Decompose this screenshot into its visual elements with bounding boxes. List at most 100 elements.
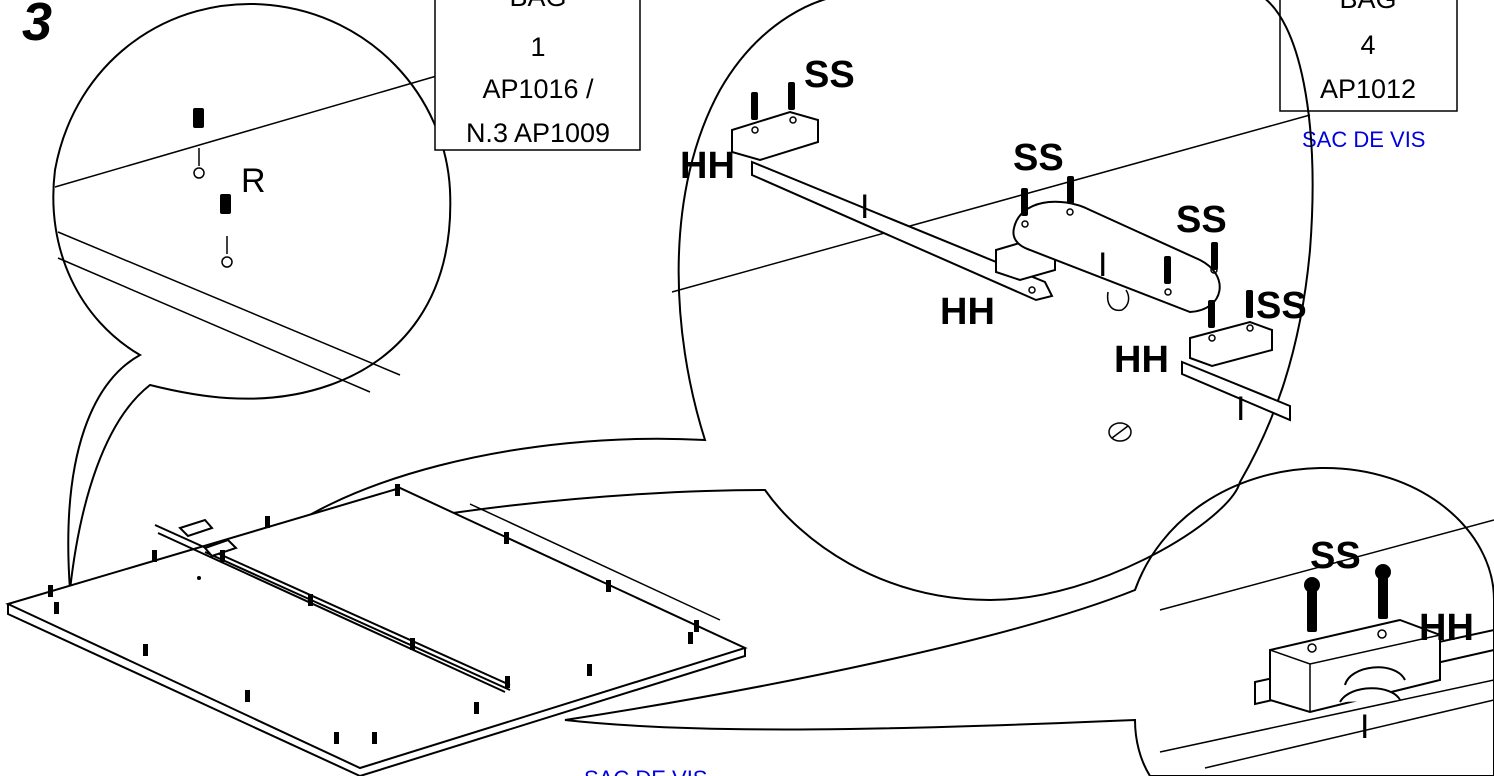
screw-icon (694, 620, 699, 632)
hole-icon (1208, 334, 1216, 342)
panel-rail (157, 532, 506, 693)
part-label-i-3: I (1236, 390, 1245, 428)
bag-1-line-4: N.3 AP1009 (466, 118, 610, 148)
rail-part (751, 160, 1054, 302)
screw-icon (334, 732, 339, 744)
screw-icon (410, 638, 415, 650)
block-edges (1269, 634, 1441, 712)
part-label-ss-4: SS (1256, 285, 1307, 327)
screw-icon (395, 484, 400, 496)
screw-icon (587, 664, 592, 676)
bag-4-border (1279, 0, 1458, 112)
hole-icon (1377, 629, 1387, 639)
screw-icon (606, 580, 611, 592)
bag-1-line-3: AP1016 / (482, 74, 594, 104)
part-label-ss-2: SS (1013, 137, 1064, 179)
part-label-ss-5: SS (1310, 535, 1361, 577)
panel-edge-line (1204, 699, 1494, 769)
hole-icon (197, 576, 201, 580)
step-number: 3 (22, 0, 52, 52)
hole-icon (193, 167, 205, 179)
screw-icon (1307, 590, 1317, 632)
bag-1-line-1: BAG (509, 0, 566, 12)
hole-icon (789, 116, 797, 124)
screw-icon (245, 690, 250, 702)
screw-icon (48, 585, 53, 597)
main-panel (5, 484, 748, 776)
part-label-r: R (241, 162, 266, 200)
screw-icon (1208, 300, 1215, 328)
bag-1-border (434, 0, 641, 151)
hole-icon (1021, 220, 1029, 228)
part-label-i-1: I (860, 188, 869, 226)
panel-rail (204, 551, 511, 691)
hole-icon (221, 256, 233, 268)
panel-edge-line (57, 231, 401, 376)
screw-icon (1211, 242, 1218, 270)
part-label-hh-4: HH (1419, 607, 1474, 649)
bag-4-line-2: 4 (1360, 30, 1375, 60)
hole-mark (1111, 425, 1129, 439)
screw-icon (1021, 188, 1028, 216)
callout-bubble-left (52, 3, 452, 591)
part-label-ss-3: SS (1176, 199, 1227, 241)
sac-de-vis-label-top: SAC DE VIS (1302, 127, 1425, 152)
screw-icon (688, 632, 693, 644)
screw-icon (308, 594, 313, 606)
screw-icon (1164, 256, 1171, 284)
screw-icon (54, 602, 59, 614)
callout-bubble-right (564, 466, 1494, 776)
block-part (1189, 320, 1273, 368)
panel-block (203, 538, 238, 558)
screw-icon (505, 676, 510, 688)
screw-icon (372, 732, 377, 744)
screw-head-icon (1304, 577, 1320, 593)
callout-bubble-center (254, 0, 1314, 602)
screw-icon (152, 550, 157, 562)
screw-icon (143, 644, 148, 656)
block-notch-lower (1339, 687, 1401, 703)
callout-detail-center: SS HH I SS SS I HH SS HH I (254, 0, 1314, 602)
panel-block (178, 518, 214, 538)
part-label-i-2: I (1098, 246, 1107, 284)
panel-edge-line (671, 114, 1311, 293)
hole-icon (1108, 422, 1132, 442)
callout-detail-r: R (52, 3, 452, 591)
bag-1-line-2: 1 (530, 32, 545, 62)
bag-4-line-1: BAG (1339, 0, 1396, 14)
screw-icon (474, 702, 479, 714)
panel-edge-line (1159, 519, 1494, 611)
sac-de-vis-label-bottom: SAC DE VIS (584, 766, 707, 776)
part-label-ss-1: SS (804, 54, 855, 96)
screw-icon (265, 516, 270, 528)
knob-part (1106, 289, 1130, 312)
screw-icon (788, 82, 795, 110)
hole-icon (1028, 286, 1036, 294)
panel-edge-line (57, 257, 371, 393)
screw-icon (1246, 290, 1253, 318)
bag-4-line-3: AP1012 (1320, 74, 1416, 104)
panel-thickness (7, 604, 746, 776)
screw-head-icon (1375, 564, 1391, 580)
bag-4-box: BAG 4 AP1012 (1279, 0, 1458, 112)
block-notch (1344, 666, 1406, 686)
panel-edge-line (1159, 679, 1494, 753)
block-part (731, 110, 819, 162)
hole-icon (1066, 208, 1074, 216)
hole-icon (1164, 288, 1172, 296)
screw-icon (504, 532, 509, 544)
panel-edge-detail (469, 503, 721, 621)
part-label-hh-2: HH (940, 291, 995, 333)
screw-icon (220, 194, 231, 214)
callout-detail-right: SS HH I (564, 466, 1494, 776)
bracket-plate-part (1012, 200, 1221, 314)
screw-icon (1067, 176, 1074, 204)
panel-edge-line (54, 74, 441, 188)
bag-1-box: BAG 1 AP1016 / N.3 AP1009 (434, 0, 641, 151)
block-part (1269, 618, 1441, 714)
rail-part (1181, 360, 1291, 422)
screw-icon (220, 550, 225, 562)
hole-icon (1307, 643, 1317, 653)
